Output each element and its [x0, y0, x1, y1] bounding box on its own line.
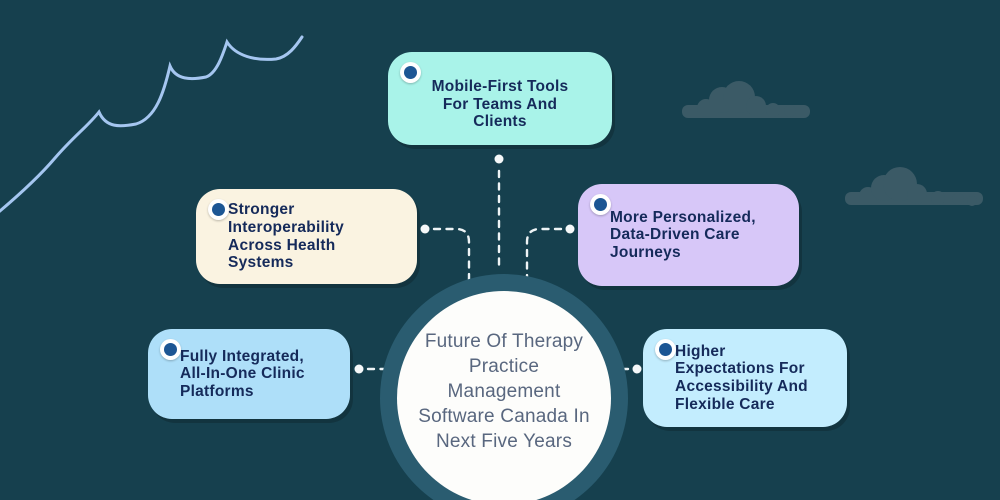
connector-dot: [354, 364, 364, 374]
node-label: Mobile-First Tools For Teams And Clients: [431, 78, 569, 131]
connector-dot: [632, 364, 642, 374]
connector-upper-left: [432, 227, 471, 285]
bullet-dot-icon: [208, 199, 229, 220]
node-label: Stronger Interoperability Across Health …: [228, 201, 344, 272]
bullet-dot-icon: [400, 62, 421, 83]
connector-upper-right: [525, 227, 563, 283]
connector-dot: [420, 224, 430, 234]
node-fully-integrated: Fully Integrated, All-In-One Clinic Plat…: [148, 329, 350, 419]
node-label: More Personalized, Data-Driven Care Jour…: [610, 208, 756, 261]
cloud-icon: [845, 167, 983, 206]
center-title: Future Of Therapy Practice Management So…: [418, 330, 590, 452]
node-personalized-care: More Personalized, Data-Driven Care Jour…: [578, 184, 799, 286]
node-mobile-first-tools: Mobile-First Tools For Teams And Clients: [388, 52, 612, 145]
node-label: Higher Expectations For Accessibility An…: [675, 342, 808, 413]
center-circle: Future Of Therapy Practice Management So…: [397, 291, 611, 500]
cloud-icon: [682, 81, 810, 118]
bullet-dot-icon: [160, 339, 181, 360]
node-label: Fully Integrated, All-In-One Clinic Plat…: [180, 347, 305, 400]
node-stronger-interoperability: Stronger Interoperability Across Health …: [196, 189, 417, 284]
bullet-dot-icon: [655, 339, 676, 360]
bullet-dot-icon: [590, 194, 611, 215]
center-circle-ring: Future Of Therapy Practice Management So…: [380, 274, 628, 500]
connector-dot: [494, 154, 504, 164]
connector-dot: [565, 224, 575, 234]
wave-line-icon: [0, 35, 304, 213]
node-higher-expectations: Higher Expectations For Accessibility An…: [643, 329, 847, 427]
